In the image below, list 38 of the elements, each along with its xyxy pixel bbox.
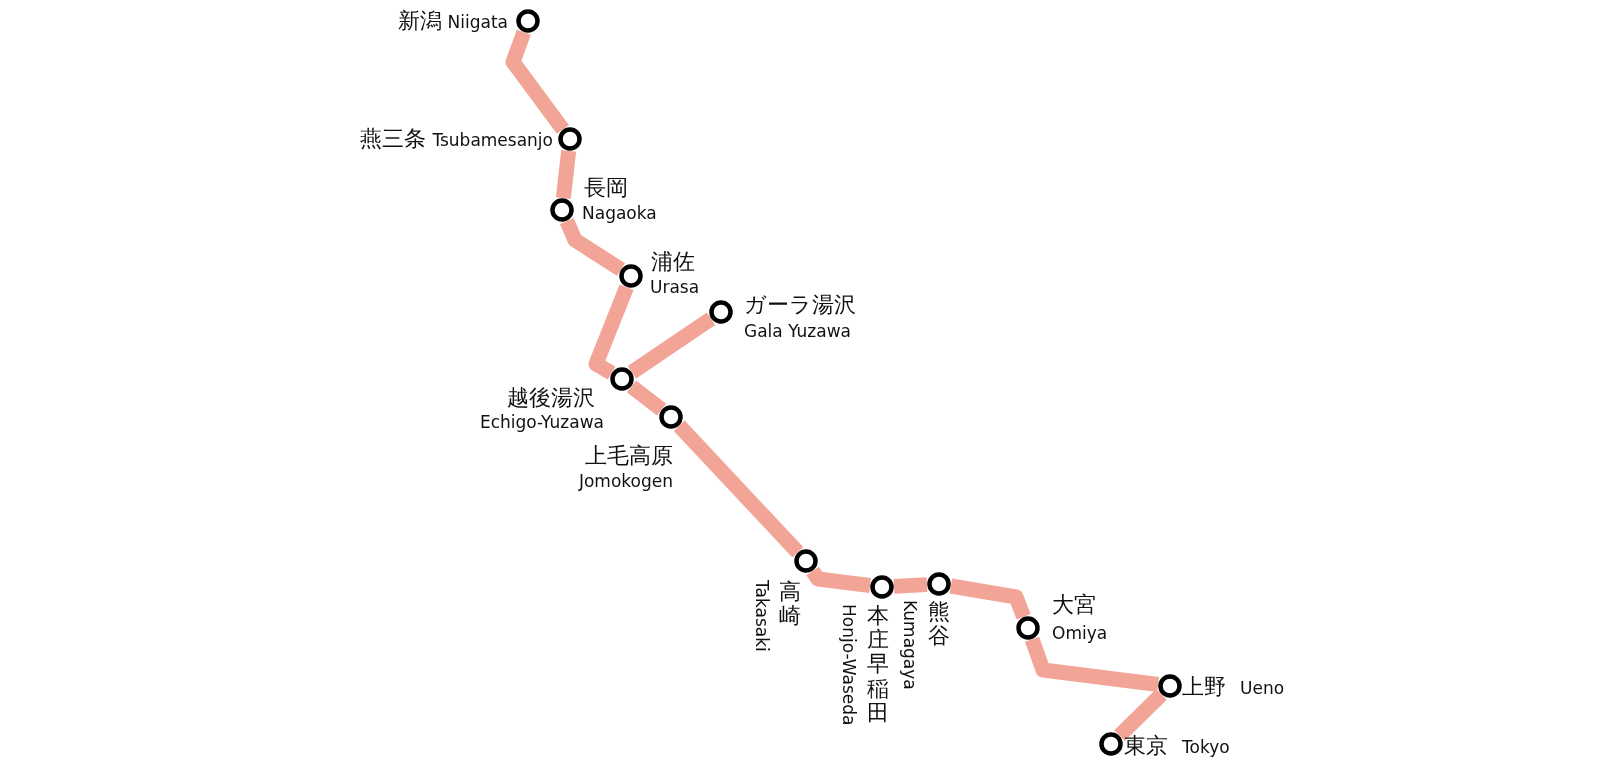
rail-line [555, 150, 577, 199]
rail-line [673, 420, 804, 558]
station-name: Omiya [1052, 624, 1108, 642]
station-name: Kumagaya [901, 600, 918, 690]
station-name: Jomokogen [578, 472, 673, 490]
rail-line [627, 312, 716, 379]
rail-line [806, 566, 871, 593]
station-name: Nagaoka [582, 204, 657, 222]
station-name: 東京 [1124, 735, 1168, 757]
station-name: Takasaki [753, 580, 770, 652]
station-name: 新潟 [397, 10, 442, 32]
station-name: 浦佐 [651, 251, 695, 273]
rail-line [626, 380, 667, 416]
station-name: 高崎 [779, 580, 801, 629]
rail-line [588, 284, 634, 380]
station-name: Honjo-Waseda [840, 604, 857, 726]
station-name: 上野 [1182, 676, 1226, 698]
station-name: 越後湯沢 [507, 387, 595, 409]
station-name: 熊谷 [928, 600, 950, 649]
station-name: Echigo-Yuzawa [479, 413, 604, 431]
rail-line [1024, 636, 1160, 692]
station-name: Tsubamesanjo [432, 131, 553, 149]
rail-line [505, 29, 569, 134]
station-name: 本庄早稲田 [867, 604, 889, 725]
station-name: ガーラ湯沢 [744, 294, 856, 316]
rail-line [1114, 689, 1167, 741]
station-name: 長岡 [584, 177, 628, 199]
station-name: Gala Yuzawa [744, 322, 851, 340]
station-name: Ueno [1240, 679, 1285, 697]
rail-line [949, 578, 1031, 620]
rail-line [559, 218, 625, 276]
station-name: 大宮 [1052, 594, 1096, 616]
station-name: 上毛高原 [585, 445, 673, 467]
station-name: Urasa [650, 278, 700, 296]
station-name: Niigata [447, 13, 508, 31]
rail-line [893, 577, 928, 594]
station-name: Tokyo [1182, 738, 1230, 756]
station-name: 燕三条 [360, 128, 427, 150]
